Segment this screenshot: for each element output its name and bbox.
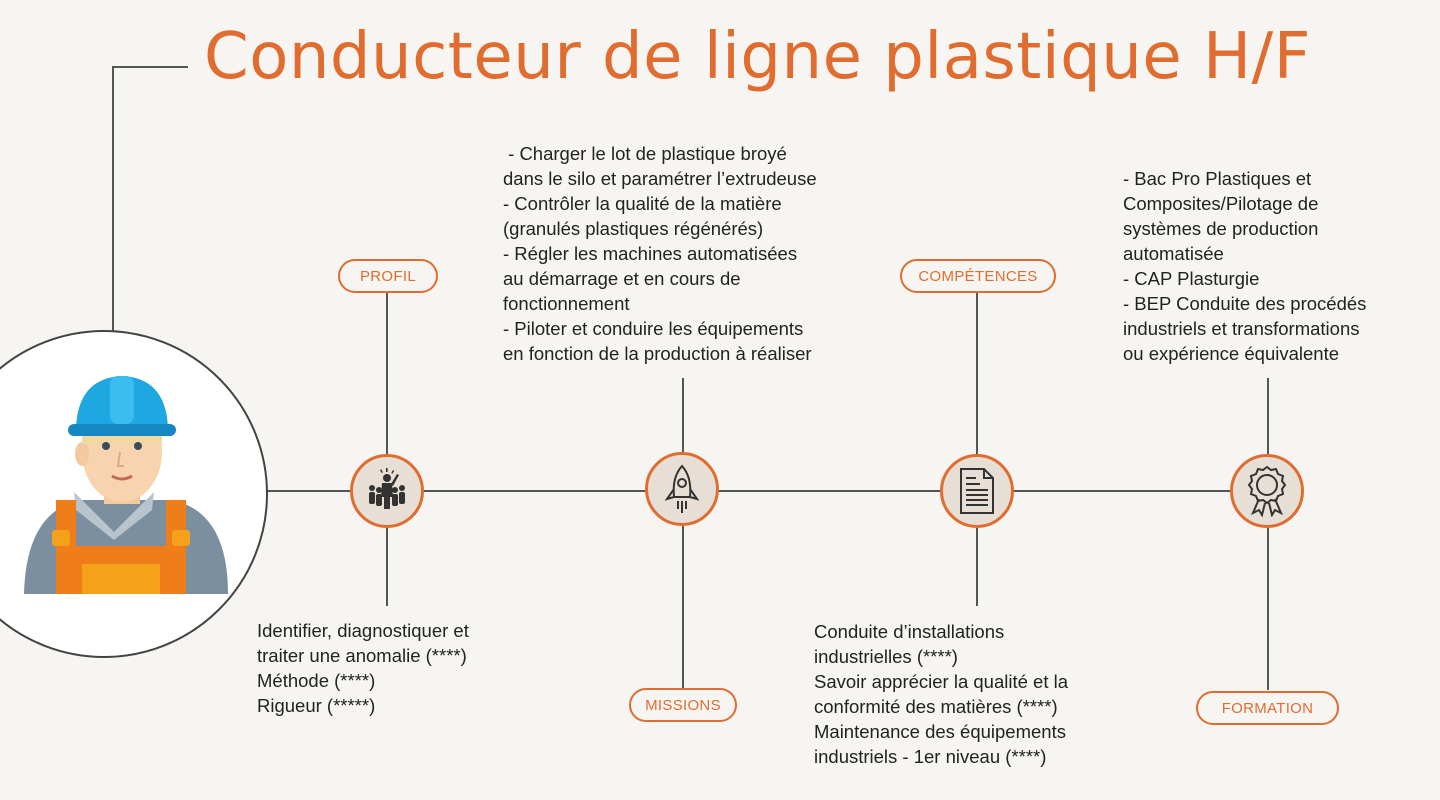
list-item: - Charger le lot de plastique broyé (503, 143, 787, 164)
list-item: industrielles (****) (814, 646, 958, 667)
competences-node[interactable] (940, 454, 1014, 528)
missions-label: MISSIONS (645, 696, 721, 714)
list-item: - Régler les machines automatisées (503, 243, 798, 264)
worker-avatar (0, 330, 268, 658)
worker-avatar-icon (24, 376, 228, 594)
list-item: Maintenance des équipements (814, 721, 1066, 742)
list-item: - Bac Pro Plastiques et (1123, 168, 1312, 189)
list-item: traiter une anomalie (****) (257, 645, 467, 666)
tab-missions[interactable]: MISSIONS (629, 688, 737, 722)
competences-text: Conduite d’installations industrielles (… (814, 619, 1068, 769)
list-item: conformité des matières (****) (814, 696, 1058, 717)
page-title: Conducteur de ligne plastique H/F (204, 20, 1312, 94)
formation-label: FORMATION (1221, 699, 1314, 717)
list-item: dans le silo et paramétrer l’extrudeuse (503, 168, 817, 189)
list-item: systèmes de production (1123, 218, 1319, 239)
certificate-badge-icon (1247, 465, 1287, 517)
formation-connector-bottom (1267, 528, 1269, 690)
document-icon (960, 468, 994, 514)
timeline-axis (262, 490, 1272, 492)
title-connector-vertical (112, 66, 114, 332)
list-item: (granulés plastiques régénérés) (503, 218, 764, 239)
list-item: - CAP Plasturgie (1123, 268, 1260, 289)
list-item: Rigueur (*****) (257, 695, 376, 716)
missions-text: - Charger le lot de plastique broyé dans… (503, 141, 817, 366)
title-connector-horizontal (112, 66, 188, 68)
list-item: Méthode (****) (257, 670, 376, 691)
tab-profil[interactable]: PROFIL (338, 259, 438, 293)
profil-connector-bottom (386, 528, 388, 606)
missions-connector-bottom (682, 526, 684, 689)
list-item: - BEP Conduite des procédés (1123, 293, 1367, 314)
list-item: industriels - 1er niveau (****) (814, 746, 1047, 767)
list-item: industriels et transformations (1123, 318, 1360, 339)
list-item: Savoir apprécier la qualité et la (814, 671, 1069, 692)
formation-node[interactable] (1230, 454, 1304, 528)
profil-label: PROFIL (360, 267, 416, 285)
list-item: automatisée (1123, 243, 1224, 264)
rocket-icon (664, 464, 700, 513)
list-item: - Piloter et conduire les équipements (503, 318, 804, 339)
formation-connector-top (1267, 378, 1269, 454)
list-item: - Contrôler la qualité de la matière (503, 193, 782, 214)
competences-label: COMPÉTENCES (918, 267, 1038, 285)
list-item: en fonction de la production à réaliser (503, 343, 812, 364)
tab-formation[interactable]: FORMATION (1196, 691, 1339, 725)
missions-node[interactable] (645, 452, 719, 526)
competences-connector-bottom (976, 528, 978, 606)
list-item: Composites/Pilotage de (1123, 193, 1319, 214)
list-item: Conduite d’installations (814, 621, 1005, 642)
missions-connector-top (682, 378, 684, 452)
profil-text: Identifier, diagnostiquer et traiter une… (257, 618, 469, 718)
list-item: Identifier, diagnostiquer et (257, 620, 469, 641)
profil-connector-top (386, 293, 388, 455)
team-leader-icon (369, 468, 405, 509)
list-item: au démarrage et en cours de (503, 268, 741, 289)
list-item: fonctionnement (503, 293, 630, 314)
profil-node[interactable] (350, 454, 424, 528)
formation-text: - Bac Pro Plastiques et Composites/Pilot… (1123, 166, 1366, 366)
tab-competences[interactable]: COMPÉTENCES (900, 259, 1056, 293)
list-item: ou expérience équivalente (1123, 343, 1339, 364)
competences-connector-top (976, 293, 978, 455)
